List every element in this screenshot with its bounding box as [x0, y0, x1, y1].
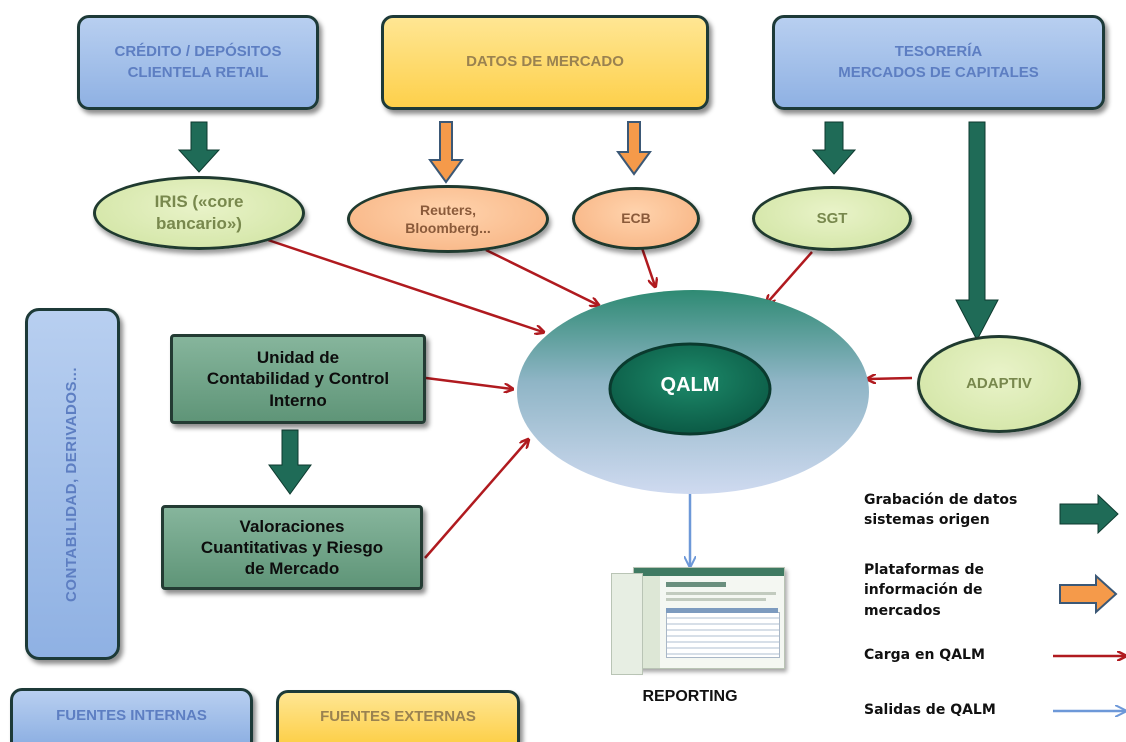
- datos-mercado-box: DATOS DE MERCADO: [381, 15, 709, 110]
- legend-plataformas: Plataformas de información de mercados: [864, 562, 985, 619]
- valoraciones-box: Valoraciones Cuantitativas y Riesgo de M…: [161, 505, 423, 590]
- ecb-ellipse: ECB: [572, 187, 700, 250]
- tesoreria-box: TESORERÍA MERCADOS DE CAPITALES: [772, 15, 1105, 110]
- contabilidad-label: CONTABILIDAD, DERIVADOS...: [63, 366, 81, 602]
- orange-arrow-reuters: [428, 121, 464, 184]
- reporting-label: REPORTING: [642, 688, 738, 705]
- legend-grabacion: Grabación de datos sistemas origen: [864, 492, 1018, 529]
- red-arrows: [267, 238, 1125, 656]
- legend-salidas: Salidas de QALM: [864, 702, 996, 718]
- sgt-ellipse: SGT: [752, 186, 912, 251]
- qalm-inner-ellipse: [608, 342, 772, 436]
- orange-arrow-legend: [1059, 573, 1118, 615]
- reporting-screenshot: [611, 567, 785, 682]
- fuentes-internas-box: FUENTES INTERNAS: [10, 688, 253, 742]
- green-arrow-unidad: [268, 429, 312, 495]
- green-arrow-adaptiv: [955, 121, 999, 342]
- green-arrow-credito: [177, 121, 221, 173]
- contabilidad-box: CONTABILIDAD, DERIVADOS...: [25, 308, 120, 660]
- qalm-label: QALM: [660, 374, 720, 396]
- green-arrow-tesoreria: [811, 121, 857, 175]
- orange-arrow-ecb: [616, 121, 652, 176]
- reuters-ellipse: Reuters, Bloomberg...: [347, 185, 549, 253]
- iris-ellipse: IRIS («core bancario»): [93, 176, 305, 250]
- fuentes-externas-box: FUENTES EXTERNAS: [276, 690, 520, 742]
- credito-box: CRÉDITO / DEPÓSITOS CLIENTELA RETAIL: [77, 15, 319, 110]
- adaptiv-ellipse: ADAPTIV: [917, 335, 1081, 433]
- legend-carga: Carga en QALM: [864, 647, 985, 663]
- green-arrow-legend: [1059, 493, 1119, 535]
- blue-arrows: [690, 490, 1125, 711]
- unidad-contabilidad-box: Unidad de Contabilidad y Control Interno: [170, 334, 426, 424]
